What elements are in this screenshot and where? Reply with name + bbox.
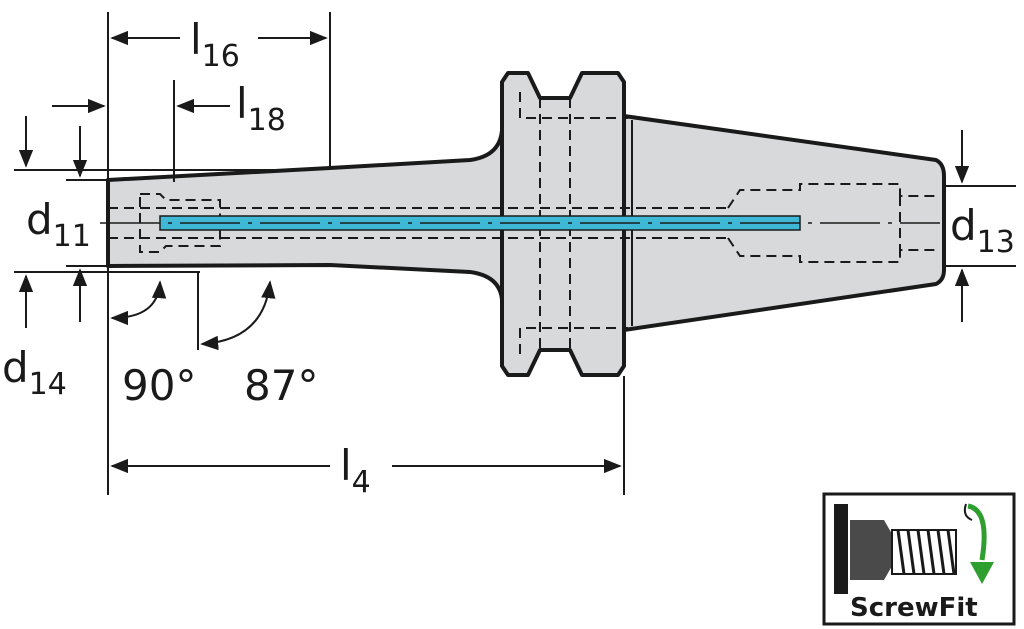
front-shank: [106, 128, 504, 302]
label-d13: d13: [950, 201, 1015, 260]
dim-d11: [66, 126, 108, 322]
dim-l4: [110, 376, 625, 495]
label-l4: l4: [340, 441, 371, 500]
label-l16: l16: [190, 15, 240, 74]
angle-indicators: [107, 266, 276, 495]
dim-l18: [52, 80, 230, 182]
label-angle-90: 90°: [122, 361, 196, 410]
hidden-lines: [108, 92, 936, 354]
screwfit-logo: ScrewFit: [822, 492, 1016, 626]
label-angle-87: 87°: [244, 361, 318, 410]
label-d11: d11: [26, 195, 91, 254]
screw-thread-icon: [834, 504, 957, 594]
rotation-arrow-icon: [963, 503, 994, 584]
screwfit-logo-text: ScrewFit: [850, 593, 978, 623]
dim-d13: [944, 130, 1016, 322]
label-d14: d14: [2, 343, 67, 402]
dim-l16: [107, 12, 331, 180]
label-l18: l18: [236, 79, 286, 138]
